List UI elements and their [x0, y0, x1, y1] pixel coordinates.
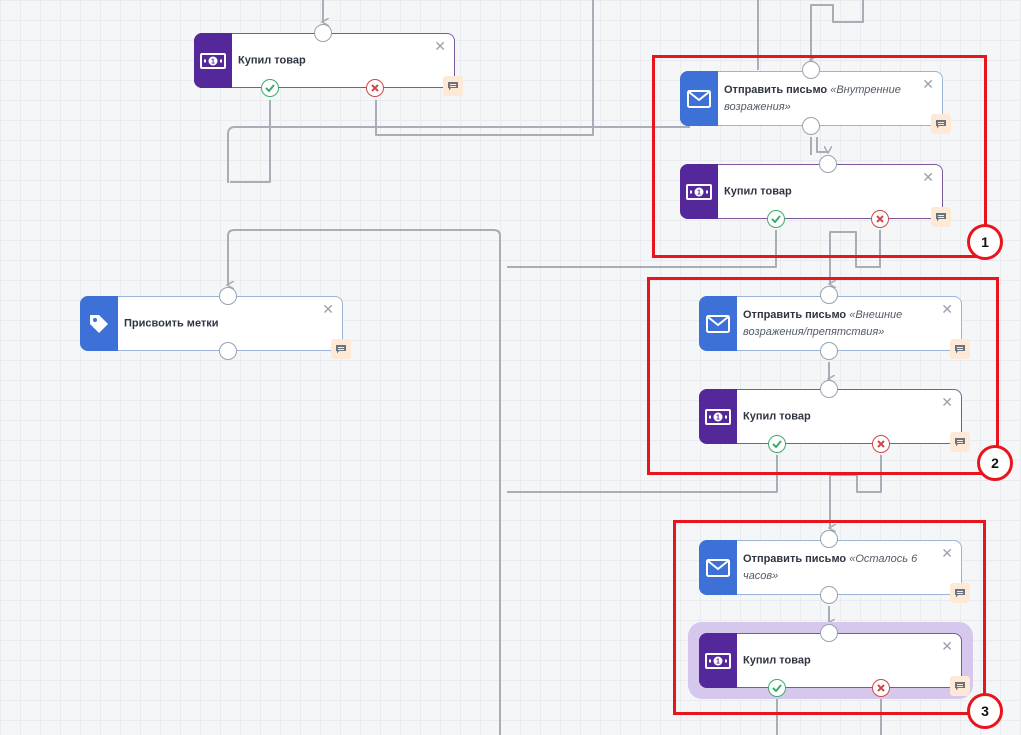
comment-icon[interactable] [931, 207, 951, 227]
input-port[interactable] [820, 624, 838, 642]
close-icon[interactable]: ✕ [941, 545, 953, 561]
node-buy-g1[interactable]: 1 Купил товар ✕ [680, 164, 951, 227]
node-assign-tags[interactable]: Присвоить метки ✕ [80, 296, 351, 359]
close-icon[interactable]: ✕ [922, 169, 934, 185]
check-icon [772, 684, 782, 692]
money-icon: 1 [686, 183, 712, 200]
envelope-icon [706, 314, 730, 333]
annotation-badge-3: 3 [967, 693, 1003, 729]
check-icon [772, 440, 782, 448]
money-icon: 1 [705, 652, 731, 669]
money-icon: 1 [200, 52, 226, 69]
input-port[interactable] [820, 530, 838, 548]
cross-icon [877, 440, 885, 448]
no-port[interactable] [366, 79, 384, 97]
node-title: Купил товар [743, 654, 811, 666]
tag-icon [90, 314, 108, 333]
check-icon [771, 215, 781, 223]
close-icon[interactable]: ✕ [922, 76, 934, 92]
input-port[interactable] [820, 380, 838, 398]
svg-text:1: 1 [697, 189, 701, 196]
svg-text:1: 1 [716, 658, 720, 665]
node-icon-box [680, 71, 718, 126]
check-icon [265, 84, 275, 92]
connector [227, 126, 690, 183]
input-port[interactable] [802, 61, 820, 79]
svg-text:1: 1 [211, 58, 215, 65]
node-title: Отправить письмо «Внутренние возражения» [724, 83, 901, 113]
node-buy-g2[interactable]: 1 Купил товар ✕ [699, 389, 970, 452]
envelope-icon [687, 89, 711, 108]
node-title: Отправить письмо «Внешние возражения/пре… [743, 308, 903, 338]
yes-port[interactable] [767, 210, 785, 228]
node-buy-top[interactable]: 1 Купил товар ✕ [194, 33, 463, 96]
input-port[interactable] [219, 287, 237, 305]
annotation-badge-1: 1 [967, 224, 1003, 260]
connector [830, 230, 881, 284]
node-icon-box [699, 296, 737, 351]
node-title: Купил товар [238, 54, 306, 66]
output-port[interactable] [820, 342, 838, 360]
comment-icon[interactable] [931, 114, 951, 134]
yes-port[interactable] [768, 435, 786, 453]
cross-icon [877, 684, 885, 692]
no-port[interactable] [872, 435, 890, 453]
node-title: Присвоить метки [124, 317, 219, 329]
connector [230, 100, 271, 183]
output-port[interactable] [820, 586, 838, 604]
cross-icon [371, 84, 379, 92]
cross-icon [876, 215, 884, 223]
comment-icon[interactable] [331, 339, 351, 359]
connector [228, 229, 501, 735]
money-icon: 1 [705, 408, 731, 425]
close-icon[interactable]: ✕ [941, 301, 953, 317]
svg-text:1: 1 [716, 414, 720, 421]
yes-port[interactable] [768, 679, 786, 697]
output-port[interactable] [219, 342, 237, 360]
node-send-email-g3[interactable]: Отправить письмо «Осталось 6 часов» ✕ [699, 540, 970, 603]
comment-icon[interactable] [950, 583, 970, 603]
connector [816, 137, 828, 152]
envelope-icon [706, 558, 730, 577]
no-port[interactable] [871, 210, 889, 228]
node-icon-box [80, 296, 118, 351]
comment-icon[interactable] [443, 76, 463, 96]
node-title: Купил товар [724, 185, 792, 197]
node-title: Отправить письмо «Осталось 6 часов» [743, 552, 918, 582]
connector [507, 230, 777, 268]
annotation-badge-2: 2 [977, 445, 1013, 481]
node-icon-box [699, 540, 737, 595]
comment-icon[interactable] [950, 339, 970, 359]
node-icon-box: 1 [699, 389, 737, 444]
no-port[interactable] [872, 679, 890, 697]
close-icon[interactable]: ✕ [941, 394, 953, 410]
comment-icon[interactable] [950, 676, 970, 696]
connector [830, 455, 882, 528]
connector [507, 455, 778, 493]
close-icon[interactable]: ✕ [322, 301, 334, 317]
node-buy-g3[interactable]: 1 Купил товар ✕ [699, 633, 970, 696]
node-title: Купил товар [743, 410, 811, 422]
comment-icon[interactable] [950, 432, 970, 452]
connector [375, 0, 594, 136]
connector [811, 0, 864, 60]
input-port[interactable] [819, 155, 837, 173]
input-port[interactable] [820, 286, 838, 304]
node-icon-box: 1 [194, 33, 232, 88]
node-icon-box: 1 [699, 633, 737, 688]
output-port[interactable] [802, 117, 820, 135]
node-icon-box: 1 [680, 164, 718, 219]
yes-port[interactable] [261, 79, 279, 97]
close-icon[interactable]: ✕ [941, 638, 953, 654]
input-port[interactable] [314, 24, 332, 42]
close-icon[interactable]: ✕ [434, 38, 446, 54]
